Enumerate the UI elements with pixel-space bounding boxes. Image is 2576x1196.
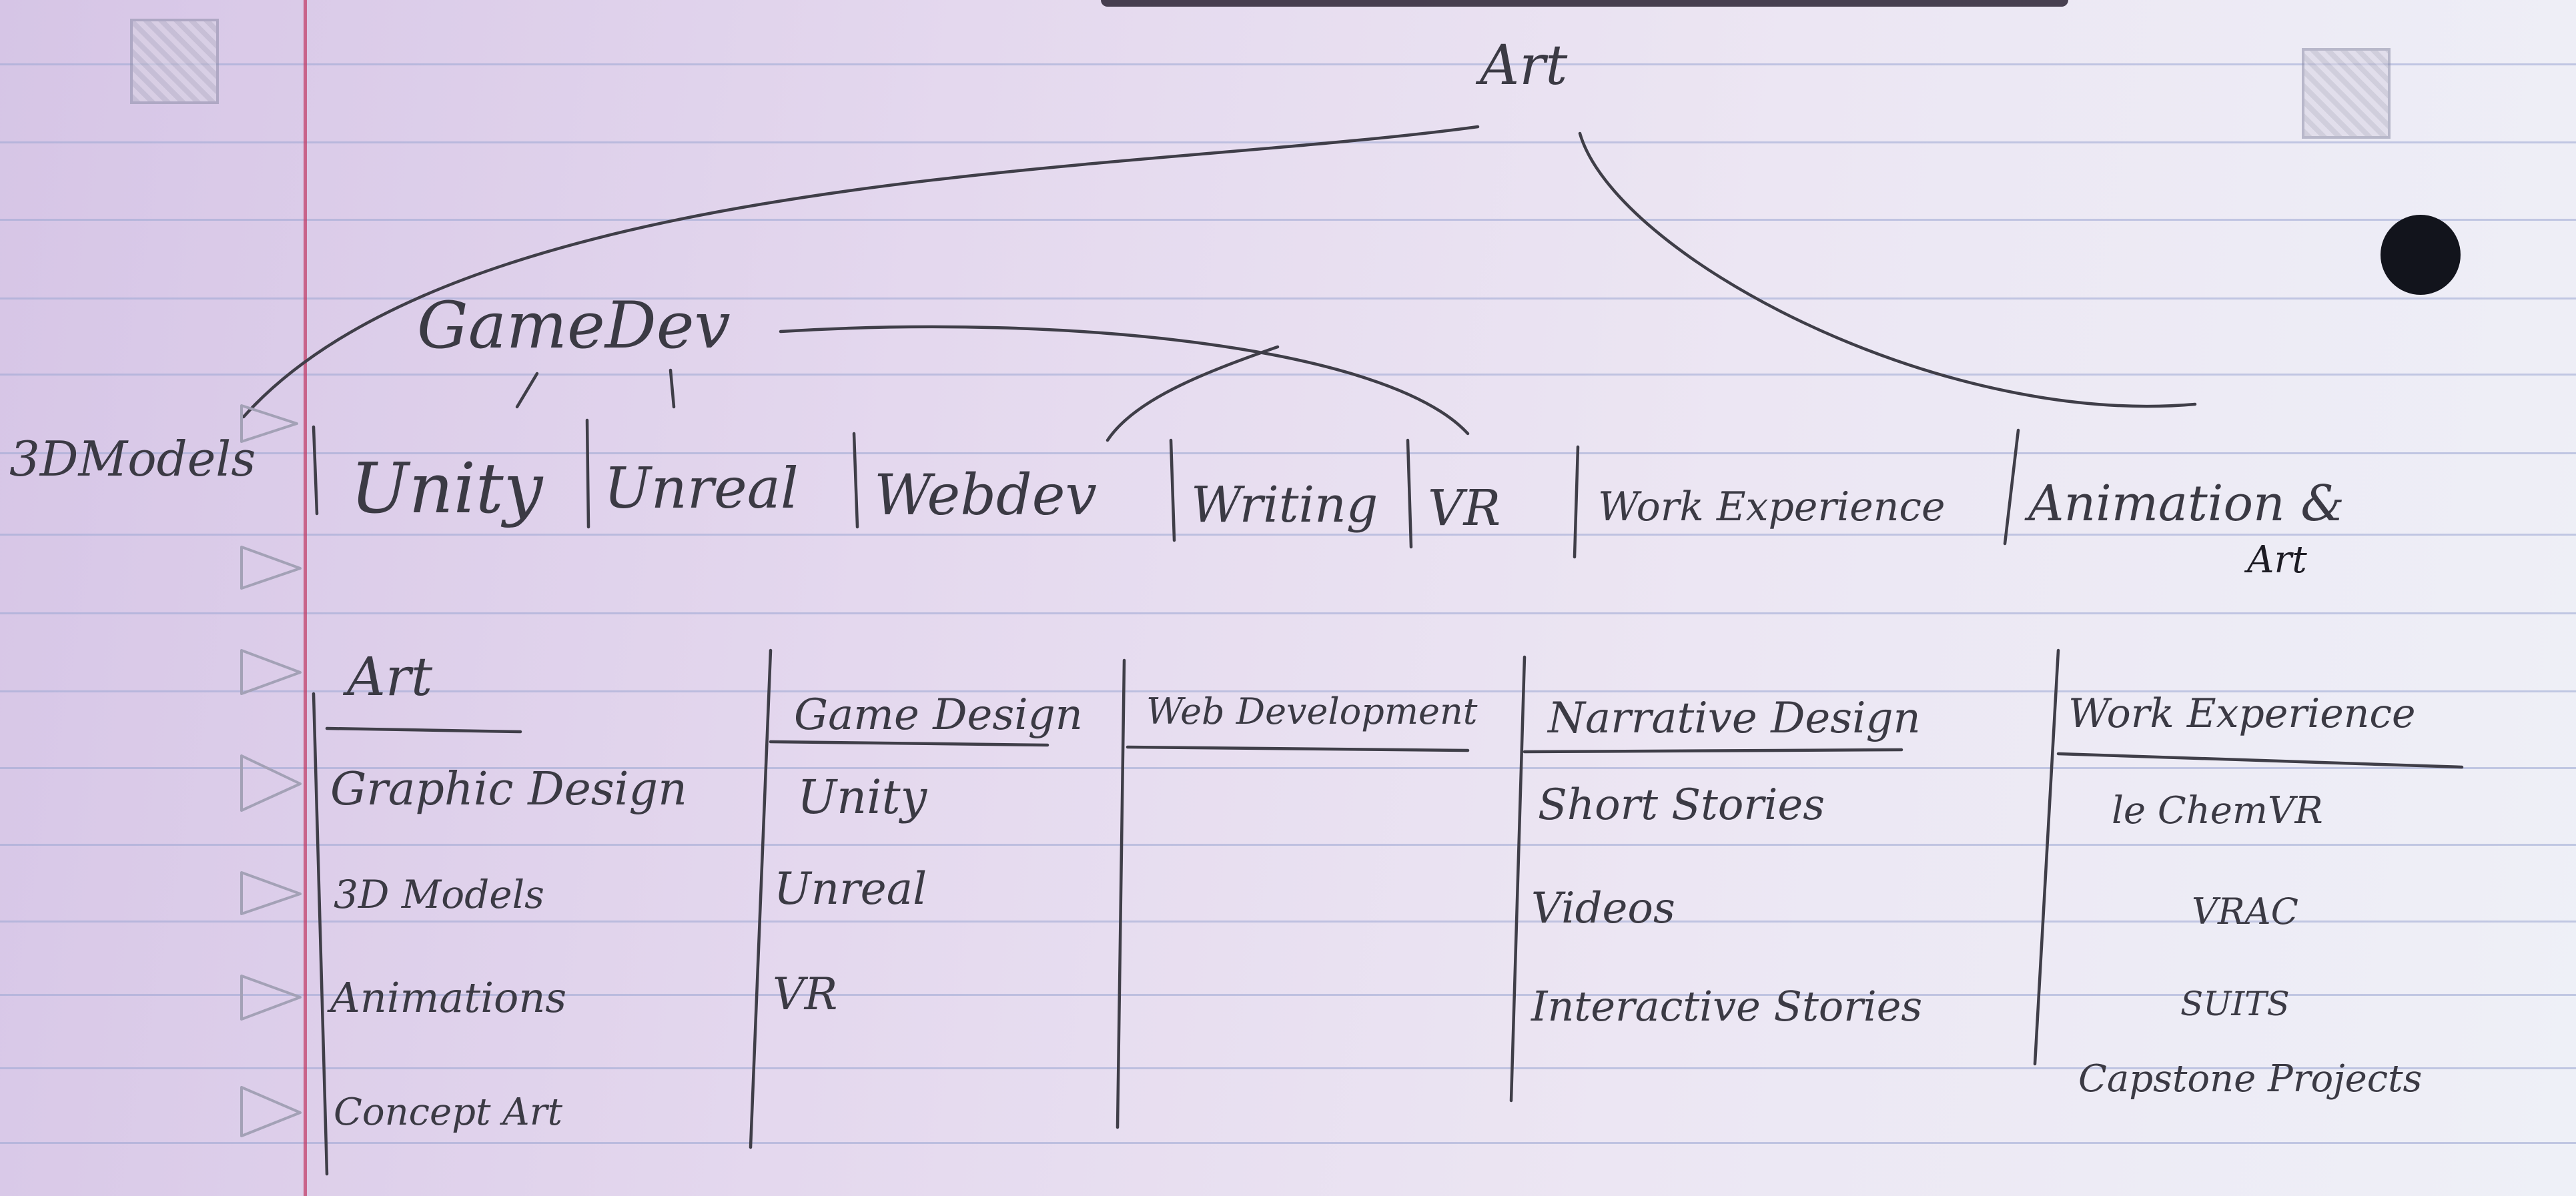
list-item: SUITS xyxy=(2180,985,2290,1023)
tab-divider xyxy=(1169,438,1176,542)
ruled-line xyxy=(0,219,2576,221)
list-item: Capstone Projects xyxy=(2078,1057,2423,1101)
list-item: VR xyxy=(773,969,838,1020)
tab-webdev: Webdev xyxy=(874,462,1097,528)
ruled-line xyxy=(0,374,2576,376)
bullet-triangle xyxy=(240,975,302,1021)
bullet-triangle xyxy=(240,649,302,695)
corner-code-right xyxy=(2302,48,2391,139)
bullet-triangle xyxy=(240,1086,302,1137)
list-item: Short Stories xyxy=(1538,780,1825,830)
list-item: VRAC xyxy=(2192,890,2298,933)
ruled-line xyxy=(0,297,2576,300)
header-underline xyxy=(325,726,522,734)
bullet-triangle xyxy=(240,546,302,590)
tab-animation: Animation & xyxy=(2028,475,2345,532)
ruled-line xyxy=(0,1067,2576,1069)
list-item: Animations xyxy=(330,973,567,1022)
tab-unity: Unity xyxy=(350,448,543,529)
column-header-web-development: Web Development xyxy=(1146,690,1478,732)
margin-line xyxy=(304,0,307,1196)
column-header-game-design: Game Design xyxy=(794,690,1083,740)
list-item: Graphic Design xyxy=(330,763,687,816)
art-arc-left xyxy=(242,125,1480,419)
column-divider xyxy=(1116,658,1126,1129)
ruled-line xyxy=(0,1142,2576,1144)
gamedev-tick-unity xyxy=(515,372,539,409)
gamedev-label: GameDev xyxy=(417,288,731,363)
ruled-line xyxy=(0,921,2576,923)
ruled-line xyxy=(0,767,2576,769)
ruled-line xyxy=(0,690,2576,692)
binder-hole xyxy=(2381,215,2461,295)
bullet-triangle xyxy=(240,754,302,812)
tab-divider xyxy=(1406,438,1413,549)
root-node-art: Art xyxy=(1480,34,1568,97)
list-item: Interactive Stories xyxy=(1531,982,1923,1031)
left-label-3dmodels: 3DModels xyxy=(9,431,256,487)
column-divider xyxy=(749,648,773,1149)
ruled-line xyxy=(0,612,2576,614)
column-divider xyxy=(2033,648,2060,1066)
corner-code-left xyxy=(130,19,219,104)
gamedev-tick-unreal xyxy=(669,368,676,409)
header-underline xyxy=(1126,745,1470,752)
list-item: Concept Art xyxy=(334,1091,562,1134)
art-arc-right xyxy=(1578,131,2197,408)
tab-divider xyxy=(312,425,319,516)
header-underline xyxy=(1523,748,1903,754)
bullet-triangle xyxy=(240,871,302,915)
tab-unreal: Unreal xyxy=(604,456,799,521)
ruled-line xyxy=(0,141,2576,143)
list-item: Unreal xyxy=(774,863,927,915)
ruled-line xyxy=(0,534,2576,536)
tab-divider xyxy=(1573,445,1580,559)
ruled-line xyxy=(0,994,2576,996)
column-header-work-experience: Work Experience xyxy=(2068,690,2416,737)
gamedev-arc-webdev xyxy=(1106,345,1280,442)
header-underline xyxy=(769,740,1049,747)
column-divider xyxy=(1509,655,1527,1103)
tab-divider xyxy=(585,418,590,529)
ruled-line xyxy=(0,452,2576,454)
table-spine xyxy=(312,692,329,1176)
list-item: le ChemVR xyxy=(2112,789,2323,832)
list-item: Unity xyxy=(797,770,927,824)
tab-animation-sub-art: Art xyxy=(2247,538,2307,582)
ruled-line xyxy=(0,63,2576,65)
tab-writing: Writing xyxy=(1191,476,1378,534)
column-header-art: Art xyxy=(347,646,433,708)
tab-vr: VR xyxy=(1428,480,1501,537)
tab-work-experience: Work Experience xyxy=(1598,484,1946,530)
list-item: 3D Models xyxy=(334,872,544,917)
header-underline xyxy=(2056,752,2464,769)
paper-top-shadow xyxy=(1101,0,2068,7)
gamedev-arc-vr xyxy=(779,325,1470,436)
list-item: Videos xyxy=(1531,884,1675,933)
tab-divider xyxy=(852,432,859,529)
ruled-line xyxy=(0,844,2576,846)
bullet-triangle xyxy=(240,404,298,443)
tab-divider xyxy=(2003,428,2020,546)
column-header-narrative-design: Narrative Design xyxy=(1548,694,1921,743)
